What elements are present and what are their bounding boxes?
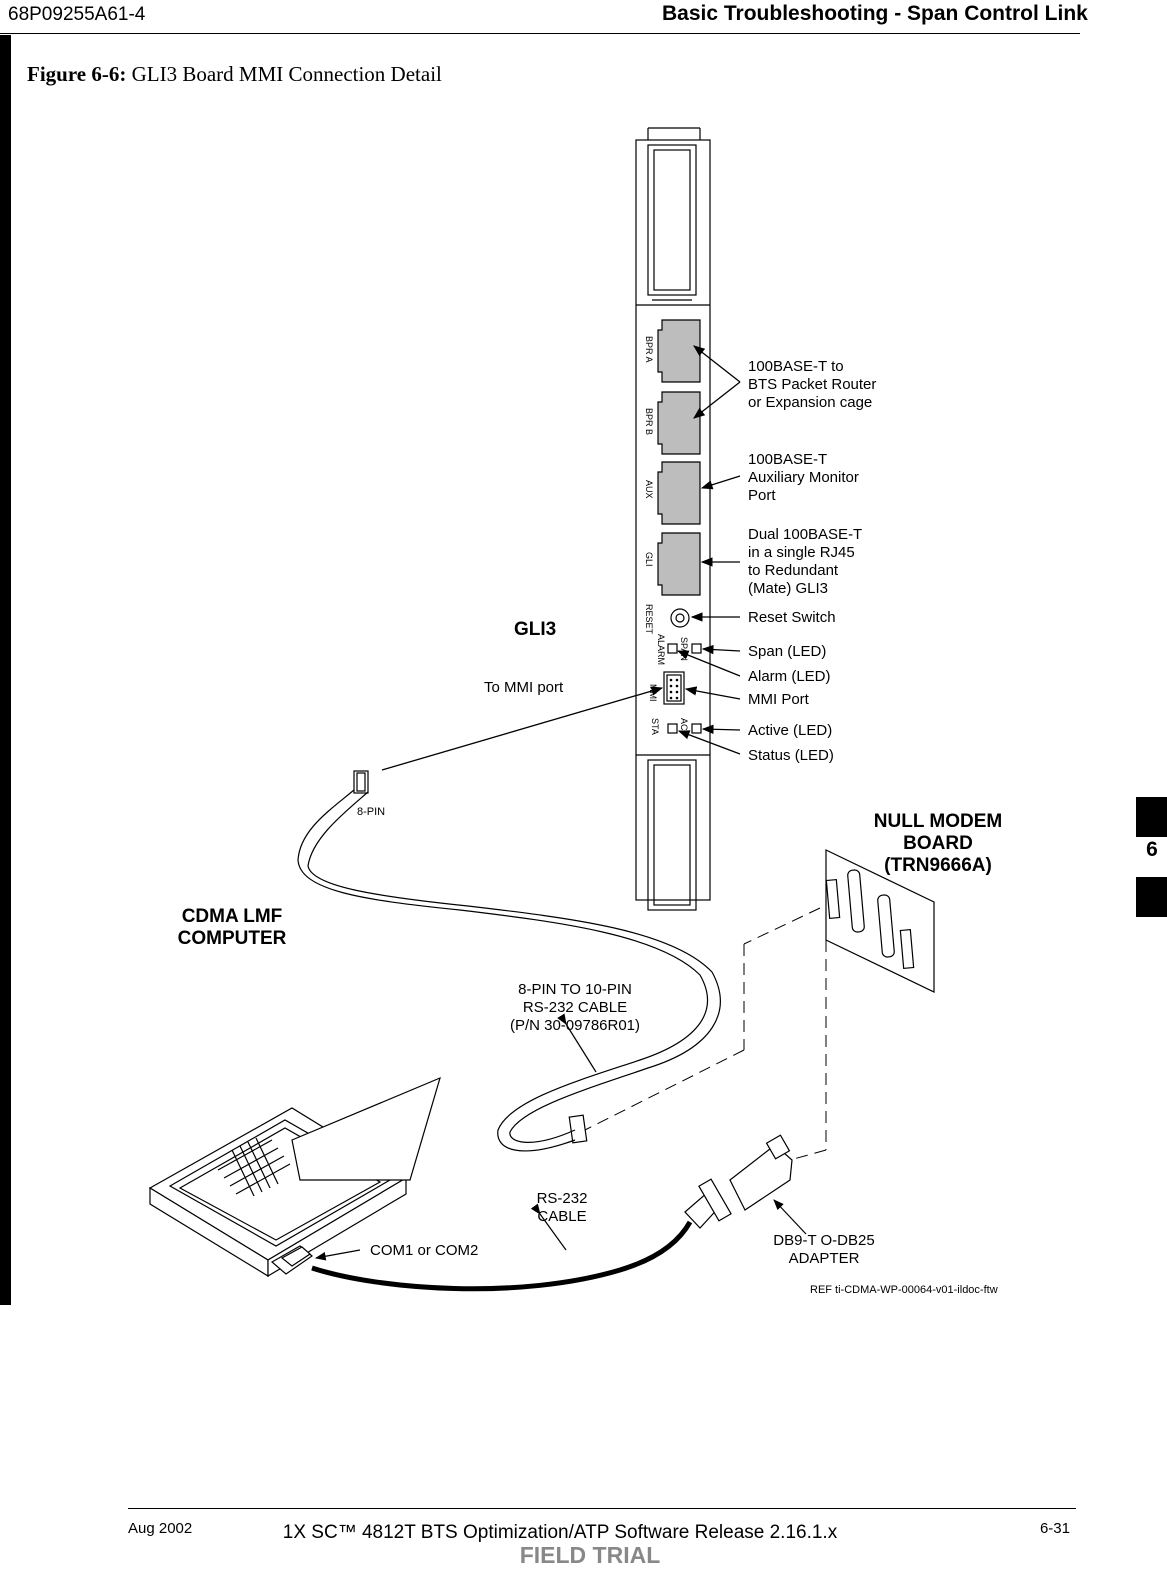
gli3-label: GLI3 <box>514 619 557 640</box>
figure-title: Figure 6-6: GLI3 Board MMI Connection De… <box>27 62 442 87</box>
status-led-icon <box>667 723 678 734</box>
callout-aux: 100BASE-T Auxiliary Monitor Port <box>748 451 859 505</box>
port-label-act: ACT <box>679 718 689 737</box>
header-rule <box>0 33 1080 34</box>
reset-switch-icon <box>670 608 690 628</box>
rs232-cable-label: RS-232 CABLE <box>530 1190 594 1226</box>
callout-alarm: Alarm (LED) <box>748 668 831 685</box>
null-modem-label: NULL MODEM BOARD (TRN9666A) <box>850 811 1026 877</box>
callout-aux-line3: Port <box>748 487 776 504</box>
board-controls <box>663 608 702 734</box>
cable-line1: 8-PIN TO 10-PIN <box>518 981 632 998</box>
rj45-ports <box>657 319 701 596</box>
callout-gli-line1: Dual 100BASE-T <box>748 526 863 543</box>
port-label-sta: STA <box>650 718 660 735</box>
port-bpr-b-icon <box>657 391 701 455</box>
com-port-label: COM1 or COM2 <box>370 1242 479 1259</box>
port-gli-icon <box>657 532 701 596</box>
cable-line2: RS-232 CABLE <box>522 999 628 1016</box>
change-bar <box>0 35 11 1305</box>
callout-bpr: 100BASE-T to BTS Packet Router or Expans… <box>748 358 876 412</box>
cdma-lmf-line1: CDMA LMF <box>181 906 283 927</box>
callout-arrows <box>381 345 741 771</box>
port-aux-icon <box>657 461 701 525</box>
cdma-lmf-line2: COMPUTER <box>177 928 287 949</box>
alarm-led-icon <box>667 643 678 654</box>
span-led-icon <box>691 643 702 654</box>
port-bpr-a-icon <box>657 319 701 383</box>
cable-line3: (P/N 30-09786R01) <box>509 1017 641 1034</box>
port-label-alarm: ALARM <box>656 634 666 665</box>
com-port-connector <box>270 1245 313 1275</box>
footer-date: Aug 2002 <box>128 1520 193 1537</box>
figure-caption: GLI3 Board MMI Connection Detail <box>131 62 442 86</box>
adapter-line2: ADAPTER <box>788 1250 860 1267</box>
port-label-reset: RESET <box>644 604 654 635</box>
callout-span: Span (LED) <box>748 643 827 660</box>
db9-db25-adapter <box>684 1134 793 1229</box>
rs232-line2: CABLE <box>537 1208 587 1225</box>
section-title: Basic Troubleshooting - Span Control Lin… <box>662 2 1088 25</box>
callout-reset: Reset Switch <box>748 609 836 626</box>
null-modem-line3: (TRN9666A) <box>884 855 992 876</box>
mmi-port-icon <box>663 671 685 705</box>
callout-gli-line2: in a single RJ45 <box>748 544 855 561</box>
port-label-bpr-b: BPR B <box>644 408 654 435</box>
footer-page-number: 6-31 <box>1039 1520 1070 1537</box>
footer-status: FIELD TRIAL <box>519 1542 661 1568</box>
active-led-icon <box>691 723 702 734</box>
callout-mmi: MMI Port <box>748 691 809 708</box>
rs232-line1: RS-232 <box>536 1190 588 1207</box>
cable-label: 8-PIN TO 10-PIN RS-232 CABLE (P/N 30-097… <box>500 981 650 1035</box>
footer-title: 1X SC™ 4812T BTS Optimization/ATP Softwa… <box>282 1522 838 1543</box>
to-mmi-label: To MMI port <box>484 679 564 696</box>
document-id: 68P09255A61-4 <box>8 4 146 25</box>
chapter-tab-number: 6 <box>1146 838 1158 861</box>
port-label-span: SPAN <box>679 637 689 661</box>
adapter-line1: DB9-T O-DB25 <box>773 1232 875 1249</box>
dashed-connection-lines <box>584 907 827 1161</box>
chapter-tab-bottom <box>1136 877 1167 917</box>
callout-active: Active (LED) <box>748 722 833 739</box>
rs232-cable <box>311 1220 693 1292</box>
footer-rule <box>128 1508 1076 1509</box>
null-modem-line1: NULL MODEM <box>873 811 1003 832</box>
port-label-mmi: MMI <box>648 684 658 702</box>
figure-number: Figure 6-6: <box>27 62 127 86</box>
callout-bpr-line2: BTS Packet Router <box>748 376 877 393</box>
gli3-board <box>635 127 711 911</box>
callout-status: Status (LED) <box>748 747 834 764</box>
callout-bpr-line3: or Expansion cage <box>748 394 873 411</box>
port-label-aux: AUX <box>644 480 654 499</box>
null-modem-board <box>825 849 935 993</box>
callout-bpr-line1: 100BASE-T to <box>748 358 844 375</box>
port-label-bpr-a: BPR A <box>644 336 654 363</box>
callout-aux-line1: 100BASE-T <box>748 451 828 468</box>
callout-aux-line2: Auxiliary Monitor <box>748 469 859 486</box>
cdma-lmf-label: CDMA LMF COMPUTER <box>172 906 292 950</box>
callout-gli-line3: to Redundant <box>748 562 839 579</box>
callout-gli: Dual 100BASE-T in a single RJ45 to Redun… <box>748 526 862 598</box>
adapter-label: DB9-T O-DB25 ADAPTER <box>768 1232 880 1268</box>
eight-pin-label: 8-PIN <box>357 806 386 818</box>
callout-gli-line4: (Mate) GLI3 <box>748 580 829 597</box>
reference-id: REF ti-CDMA-WP-00064-v01-ildoc-ftw <box>810 1284 998 1296</box>
null-modem-line2: BOARD <box>903 833 973 854</box>
ribbon-cable <box>297 770 721 1152</box>
chapter-tab-top <box>1136 797 1167 837</box>
port-label-gli: GLI <box>644 552 654 567</box>
